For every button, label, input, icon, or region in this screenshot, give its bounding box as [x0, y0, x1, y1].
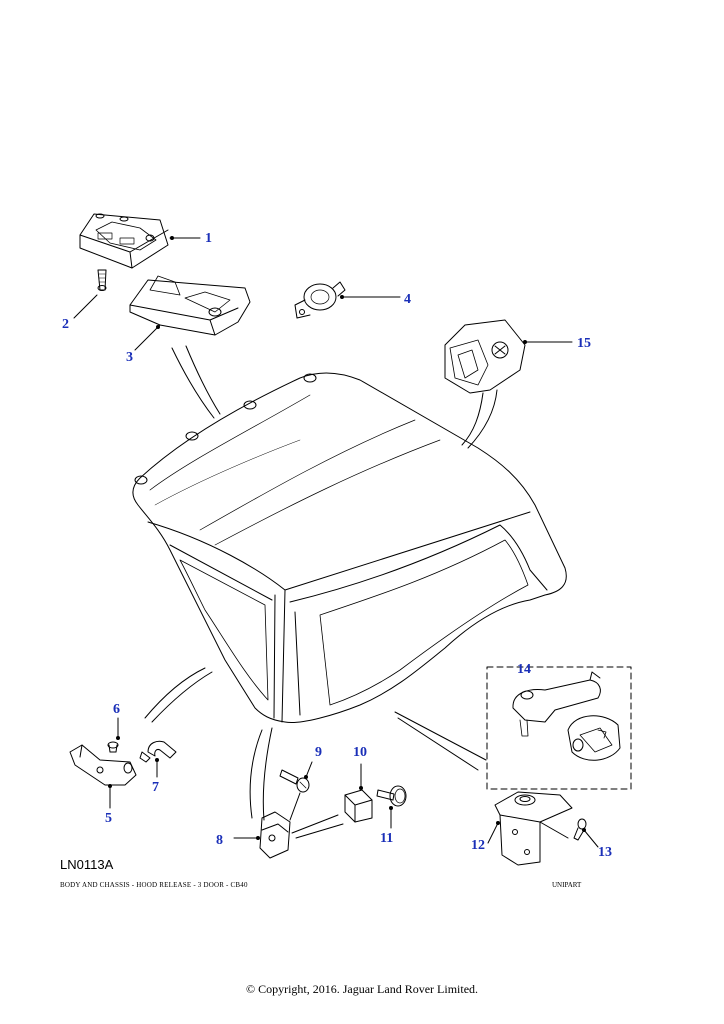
part-7-clip	[139, 740, 177, 778]
part-5-bracket	[69, 744, 137, 809]
part-8-clip-bracket	[233, 811, 291, 859]
leader-lines	[144, 345, 498, 839]
part-11-bolt	[376, 785, 407, 829]
part-10-nut	[344, 763, 373, 823]
callout-2: 2	[62, 317, 69, 332]
callout-6: 6	[113, 702, 120, 717]
callout-3: 3	[126, 350, 133, 365]
part-12-latch-bracket	[487, 791, 573, 866]
callout-15: 15	[577, 336, 591, 351]
callout-9: 9	[315, 745, 322, 760]
diagram-caption: BODY AND CHASSIS - HOOD RELEASE - 3 DOOR…	[60, 881, 248, 889]
callout-7: 7	[152, 780, 159, 795]
hard-top-body	[132, 372, 567, 724]
part-14-latch-assembly	[486, 666, 632, 790]
callout-12: 12	[471, 838, 485, 853]
part-1-release-handle	[79, 213, 201, 269]
callout-10: 10	[353, 745, 367, 760]
callout-8: 8	[216, 833, 223, 848]
callout-1: 1	[205, 231, 212, 246]
copyright-notice: © Copyright, 2016. Jaguar Land Rover Lim…	[245, 982, 479, 996]
part-4-key	[294, 281, 401, 319]
part-6-screw	[107, 717, 120, 753]
callout-4: 4	[404, 292, 411, 307]
part-3-handle-bezel	[129, 275, 251, 351]
callout-5: 5	[105, 811, 112, 826]
callout-11: 11	[380, 831, 394, 846]
part-13-screw	[573, 818, 599, 848]
part-2-screw	[73, 269, 107, 319]
callout-13: 13	[598, 845, 612, 860]
callout-14: 14	[517, 662, 531, 677]
part-9-screw	[279, 761, 313, 793]
part-15-latch-housing	[444, 319, 573, 394]
diagram-reference-code: LN0113A	[60, 857, 114, 872]
supplier-label: UNIPART	[552, 881, 582, 889]
